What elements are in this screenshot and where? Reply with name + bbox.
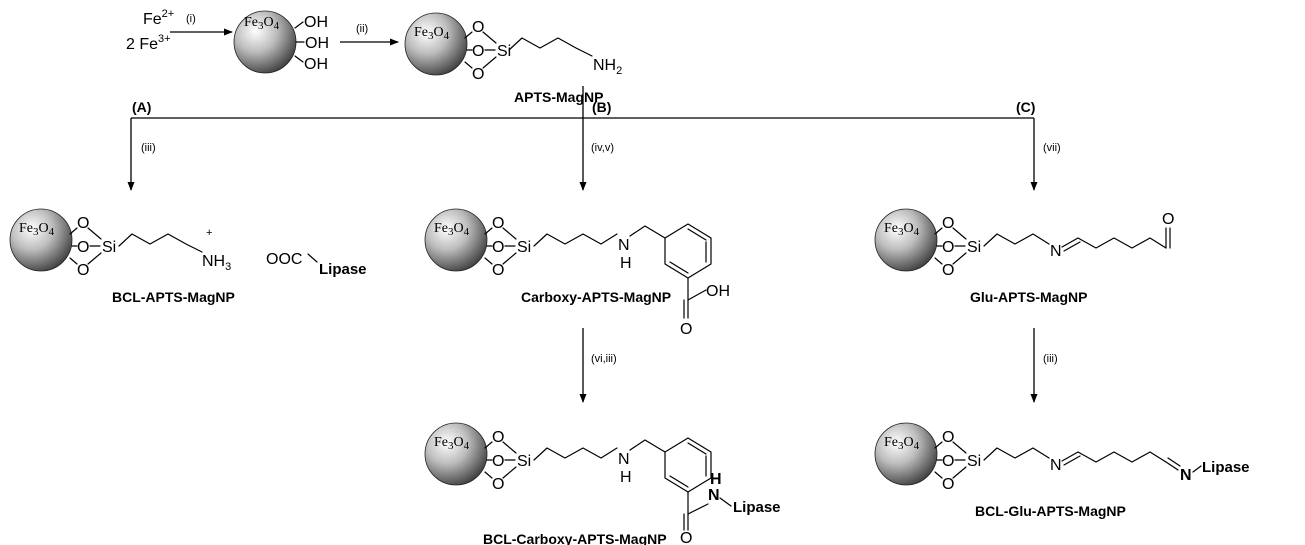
imine-n-c: N [1050, 243, 1062, 260]
carboxy-chain: N H OH O [533, 223, 730, 338]
amine-n-bcl-b: N [618, 451, 630, 468]
carboxyl-oh: OH [706, 283, 730, 300]
amine-h-bcl-b: H [620, 469, 632, 486]
amine-h-b: H [620, 255, 632, 272]
bcl-carboxy-apts-magnp-label: BCL-Carboxy-APTS-MagNP [483, 531, 667, 545]
silane-nanoparticle-apts: Fe3O4 O O O Si [404, 12, 511, 83]
amide-o: O [680, 530, 692, 545]
step-arrow-vi-iii: (vi,iii) [579, 328, 617, 403]
silane-nanoparticle-b [424, 208, 532, 280]
bcl-apts-magnp-label: BCL-APTS-MagNP [112, 289, 235, 305]
imine-n-bcl-c-2: N [1180, 467, 1192, 484]
step-label-vi-iii: (vi,iii) [591, 353, 617, 365]
o-atom-1: O [472, 19, 484, 36]
branch-connector: (A) (B) (C) (iii) (iv,v) (vii) [127, 86, 1061, 191]
bcl-apts-chain: + NH3 OOC Lipase [118, 227, 367, 278]
lipase-label-c: Lipase [1202, 459, 1250, 476]
bcl-glu-apts-magnp-label: BCL-Glu-APTS-MagNP [975, 503, 1126, 519]
step-label-iii-c: (iii) [1043, 353, 1058, 365]
step-arrow-iii-c: (iii) [1030, 328, 1058, 403]
aldehyde-o: O [1162, 211, 1174, 228]
oh-group-1: OH [304, 14, 328, 31]
imine-n-bcl-c-1: N [1050, 457, 1062, 474]
step-label-ii: (ii) [356, 23, 368, 35]
route-label-a: (A) [132, 99, 151, 115]
apts-magnp-label: APTS-MagNP [514, 89, 603, 105]
fe3-label: 2 Fe3+ [126, 33, 171, 53]
amine-n-b: N [618, 237, 630, 254]
step-label-i: (i) [186, 13, 196, 25]
lipase-label-b: Lipase [733, 499, 781, 516]
bcl-carboxy-chain: N H N H Lipase O [533, 437, 781, 545]
glutaraldehyde-chain: N O [983, 211, 1174, 260]
amide-h: H [710, 471, 722, 488]
silane-nanoparticle-a [9, 208, 117, 280]
glu-apts-magnp-label: Glu-APTS-MagNP [970, 289, 1087, 305]
bcl-glu-chain: N N Lipase [983, 447, 1250, 484]
nanoparticle-sphere [404, 12, 468, 76]
si-atom: Si [497, 43, 511, 60]
step-arrow-i: (i) [170, 13, 233, 36]
route-label-b: (B) [592, 99, 611, 115]
step-arrow-ii: (ii) [340, 23, 399, 46]
step-label-iii-a: (iii) [141, 142, 156, 154]
silane-nanoparticle-bcl-carboxy [424, 422, 532, 494]
ammonium-plus: + [206, 227, 212, 239]
hydroxyl-nanoparticle: Fe3O4 OH OH OH [233, 10, 329, 74]
carboxyl-o: O [680, 321, 692, 338]
nh3-group: NH3 [202, 253, 231, 273]
silane-nanoparticle-c [874, 208, 982, 280]
o-atom-2: O [472, 43, 484, 60]
fe2-label: Fe2+ [143, 8, 174, 28]
oh-group-3: OH [304, 56, 328, 73]
silane-nanoparticle-bcl-glu [874, 422, 982, 494]
reactants: Fe2+ 2 Fe3+ [126, 8, 174, 53]
amide-n: N [708, 487, 720, 504]
step-label-iv-v: (iv,v) [591, 142, 614, 154]
lipase-label-a: Lipase [319, 261, 367, 278]
route-label-c: (C) [1016, 99, 1035, 115]
fe3o4-label: Fe3O4 [414, 25, 450, 42]
aminopropyl-chain: NH2 [508, 37, 622, 77]
carboxy-apts-magnp-label: Carboxy-APTS-MagNP [521, 289, 671, 305]
oh-group-2: OH [305, 35, 329, 52]
fe3o4-label: Fe3O4 [244, 15, 280, 32]
step-label-vii: (vii) [1043, 142, 1061, 154]
nh2-group: NH2 [593, 57, 622, 77]
o-atom-3: O [472, 66, 484, 83]
carboxylate-ooc: OOC [266, 251, 302, 268]
